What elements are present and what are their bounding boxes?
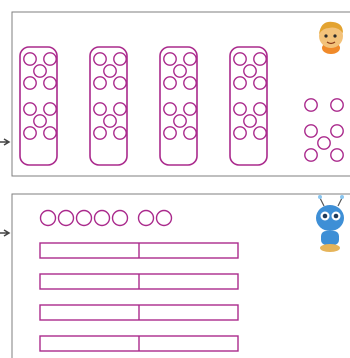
loose-dots <box>305 99 343 161</box>
dot <box>254 53 266 65</box>
answer-bars <box>40 243 238 351</box>
top-panel-frame <box>12 12 350 176</box>
loose-dot <box>331 149 343 161</box>
dot <box>184 53 196 65</box>
counting-circle <box>157 211 172 226</box>
boy-icon <box>319 22 343 54</box>
dot <box>254 103 266 115</box>
dot <box>44 103 56 115</box>
dot <box>234 127 246 139</box>
dot <box>24 77 36 89</box>
dot <box>164 77 176 89</box>
dot <box>34 115 46 127</box>
loose-dot <box>305 149 317 161</box>
dot <box>164 127 176 139</box>
dot <box>234 77 246 89</box>
dot <box>184 77 196 89</box>
counting-circle <box>113 211 128 226</box>
dot <box>244 65 256 77</box>
ten-dot-card <box>160 47 197 165</box>
bottom-panel <box>0 194 350 358</box>
dot <box>164 103 176 115</box>
bottom-panel-frame <box>12 194 350 358</box>
dot <box>254 77 266 89</box>
bar-row <box>40 243 238 258</box>
counting-circle <box>77 211 92 226</box>
bar-row <box>40 305 238 320</box>
dot <box>44 53 56 65</box>
dot <box>114 53 126 65</box>
robot-icon <box>316 195 344 252</box>
dot <box>114 77 126 89</box>
dot <box>94 77 106 89</box>
dot <box>104 65 116 77</box>
dot <box>174 65 186 77</box>
loose-dot <box>331 99 343 111</box>
ten-dot-card <box>230 47 267 165</box>
dot <box>184 103 196 115</box>
loose-dot <box>305 125 317 137</box>
dot <box>114 103 126 115</box>
dot <box>94 53 106 65</box>
dot <box>244 115 256 127</box>
counting-circles <box>41 211 172 226</box>
counting-circle <box>139 211 154 226</box>
dot <box>34 65 46 77</box>
dot <box>44 77 56 89</box>
dot <box>94 127 106 139</box>
loose-dot <box>331 125 343 137</box>
dot <box>114 127 126 139</box>
dot <box>164 53 176 65</box>
counting-circle <box>41 211 56 226</box>
counting-circle <box>95 211 110 226</box>
dot <box>174 115 186 127</box>
loose-dot <box>318 137 330 149</box>
bar-row <box>40 274 238 289</box>
dot <box>24 103 36 115</box>
loose-dot <box>305 99 317 111</box>
dot <box>24 53 36 65</box>
ten-dot-cards <box>20 47 267 165</box>
dot <box>24 127 36 139</box>
top-panel <box>0 12 350 176</box>
top-arrow-icon <box>0 139 9 145</box>
ten-dot-card <box>90 47 127 165</box>
dot <box>44 127 56 139</box>
dot <box>184 127 196 139</box>
dot <box>104 115 116 127</box>
dot <box>234 103 246 115</box>
bar-row <box>40 336 238 351</box>
counting-circle <box>59 211 74 226</box>
dot <box>94 103 106 115</box>
bottom-arrow-icon <box>0 230 9 236</box>
dot <box>234 53 246 65</box>
dot <box>254 127 266 139</box>
ten-dot-card <box>20 47 57 165</box>
